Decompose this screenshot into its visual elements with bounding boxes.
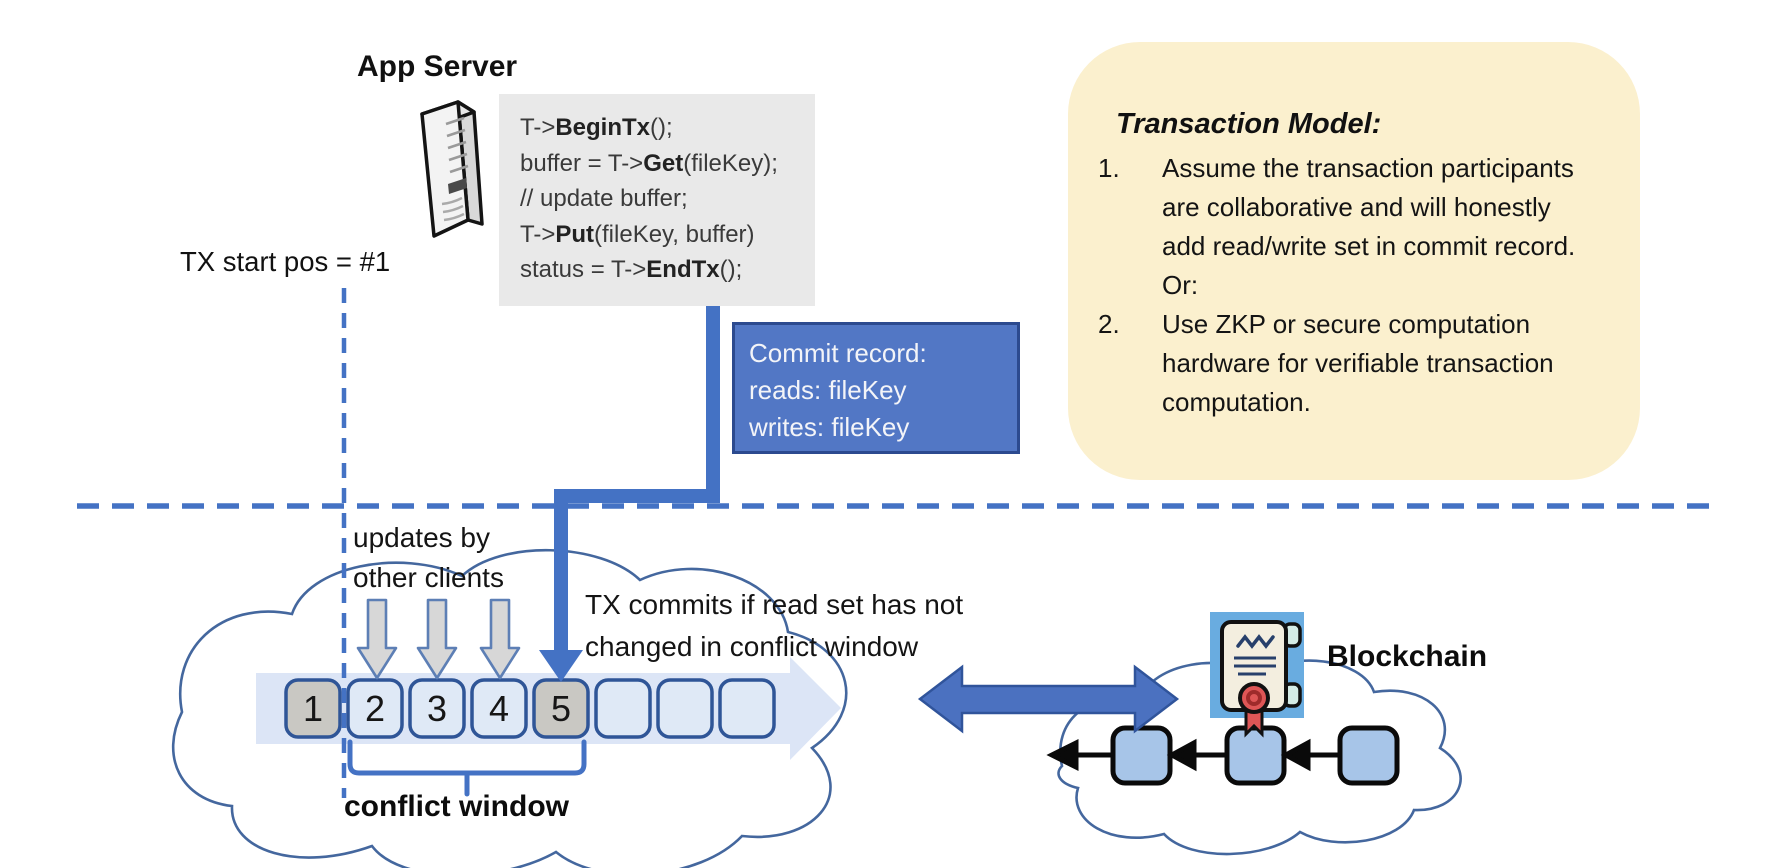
- chain-link-arrow-icon: [1280, 738, 1311, 772]
- conflict-window-bracket: [347, 739, 587, 797]
- list-text: Use ZKP or secure computation hardware f…: [1162, 309, 1554, 417]
- transaction-code-block: T->BeginTx(); buffer = T->Get(fileKey); …: [499, 94, 815, 306]
- chain-block: [1110, 725, 1173, 786]
- timeline-block: [470, 678, 528, 739]
- tx-start-pos-label: TX start pos = #1: [180, 246, 391, 277]
- chain-link-arrow-icon: [1166, 738, 1197, 772]
- list-text: Assume the transaction participants are …: [1162, 153, 1576, 300]
- update-arrow-icon: [356, 598, 398, 680]
- commit-record-box: Commit record: reads: fileKey writes: fi…: [732, 322, 1020, 454]
- timeline-block: [408, 678, 466, 739]
- timeline-block-number: 1: [302, 688, 324, 729]
- transaction-model-item: 2. Use ZKP or secure computation hardwar…: [1098, 305, 1610, 422]
- code-line: buffer = T->Get(fileKey);: [520, 149, 778, 177]
- commit-record-writes: writes: fileKey: [749, 412, 910, 442]
- transaction-model-item: 1. Assume the transaction participants a…: [1098, 149, 1610, 305]
- chain-link-arrows: [1046, 738, 1340, 772]
- chain-blocks: [1110, 725, 1400, 786]
- tx-commit-condition-label: TX commits if read set has not changed i…: [585, 589, 964, 662]
- timeline-block: [346, 678, 404, 739]
- conflict-window-label: conflict window: [344, 790, 569, 823]
- timeline-block-number: [720, 680, 774, 737]
- sync-double-arrow: [917, 664, 1180, 734]
- transaction-model-panel: Transaction Model: 1. Assume the transac…: [1068, 42, 1640, 480]
- timeline-block: [656, 678, 714, 739]
- update-arrow-icon: [416, 598, 458, 680]
- timeline-block-number: 3: [426, 688, 448, 729]
- update-arrows: [356, 598, 521, 680]
- timeline-block: [718, 678, 776, 739]
- timeline-blocks: [284, 678, 776, 739]
- code-line: T->Put(fileKey, buffer): [520, 220, 755, 248]
- timeline-block-number: 4: [488, 688, 510, 729]
- chain-block: [1224, 725, 1287, 786]
- certificate-icon: [1210, 612, 1304, 738]
- commit-record-reads: reads: fileKey: [749, 375, 907, 405]
- code-line: T->BeginTx();: [520, 114, 673, 141]
- timeline-block-number: 5: [550, 688, 572, 729]
- chain-link-arrow-icon: [1046, 738, 1079, 772]
- timeline-block-number: [658, 680, 712, 737]
- timeline-block-number: [596, 680, 650, 737]
- app-server-title: App Server: [357, 50, 518, 83]
- chain-block: [1337, 725, 1400, 786]
- timeline-block: [594, 678, 652, 739]
- update-arrow-icon: [479, 598, 521, 680]
- updates-by-clients-label: updates by other clients: [353, 522, 504, 593]
- blockchain-label: Blockchain: [1327, 640, 1488, 673]
- server-icon: [420, 100, 484, 238]
- timeline-block-number: 2: [364, 688, 386, 729]
- code-line: // update buffer;: [520, 185, 688, 212]
- timeline-block: [284, 678, 342, 739]
- transaction-model-title: Transaction Model:: [1116, 108, 1382, 140]
- list-number: 2.: [1098, 309, 1120, 339]
- list-number: 1.: [1098, 153, 1120, 183]
- commit-record-title: Commit record:: [749, 338, 927, 368]
- code-line: status = T->EndTx();: [520, 256, 743, 283]
- commit-arrow: [539, 303, 720, 682]
